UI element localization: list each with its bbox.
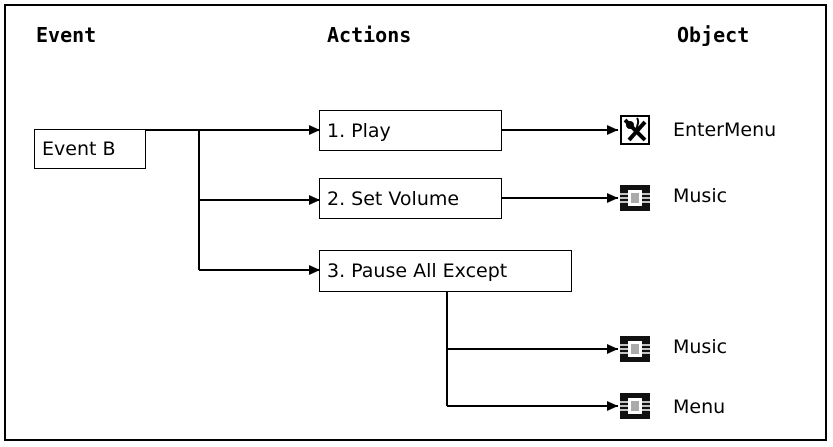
action-label: 1. Play <box>327 119 391 142</box>
header-event: Event <box>36 23 97 47</box>
event-label: Event B <box>42 138 116 160</box>
action-box-set-volume[interactable]: 2. Set Volume <box>319 178 502 219</box>
diagram-frame <box>4 4 827 441</box>
sound-object-icon <box>620 393 650 419</box>
sound-object-icon <box>620 336 650 362</box>
object-label-music: Music <box>673 185 728 207</box>
arrowhead-music-1 <box>607 193 618 203</box>
arrowhead-entermenu <box>607 125 618 135</box>
event-box[interactable]: Event B <box>34 129 146 169</box>
object-label-music: Music <box>673 336 728 358</box>
arrowhead-setvolume <box>309 195 320 205</box>
sound-event-icon <box>620 115 650 145</box>
header-object: Object <box>677 23 750 47</box>
action-label: 2. Set Volume <box>327 187 460 210</box>
arrowhead-menu <box>607 401 618 411</box>
arrowhead-pause <box>309 265 320 275</box>
arrowhead-play <box>309 125 320 135</box>
sound-object-icon <box>620 185 650 211</box>
arrowhead-music-2 <box>607 344 618 354</box>
object-label-menu: Menu <box>673 396 726 418</box>
header-actions: Actions <box>327 23 412 47</box>
object-label-entermenu: EnterMenu <box>673 119 777 141</box>
action-box-pause-all-except[interactable]: 3. Pause All Except <box>319 250 572 292</box>
action-box-play[interactable]: 1. Play <box>319 110 502 151</box>
action-label: 3. Pause All Except <box>327 260 508 282</box>
